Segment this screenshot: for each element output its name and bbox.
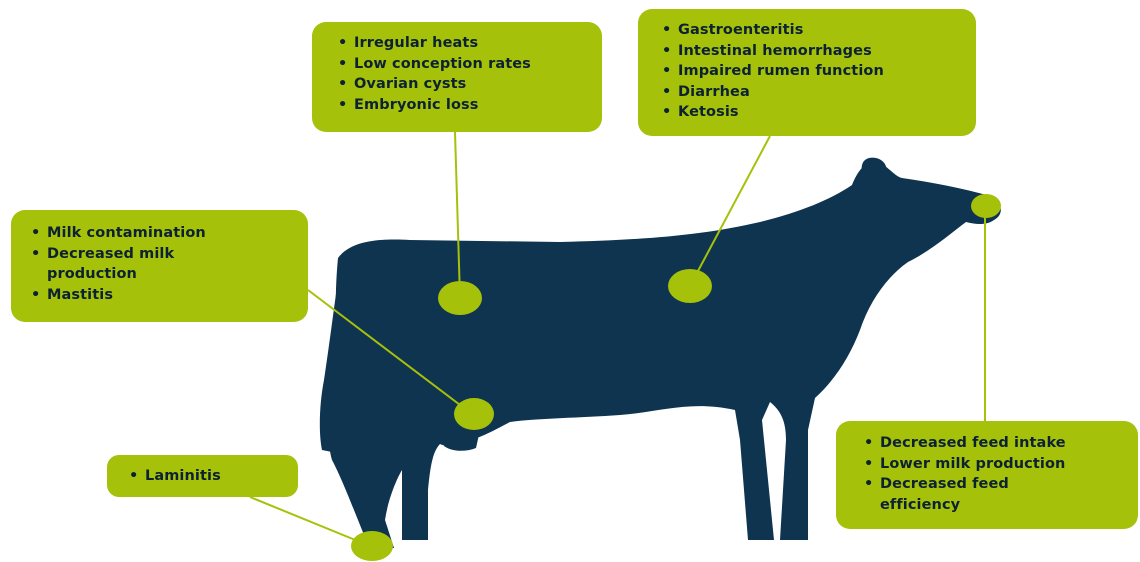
callout-reproduction-list: Irregular heats Low conception rates Ova… <box>334 33 602 115</box>
list-item: Laminitis <box>125 466 298 487</box>
callout-feed: Decreased feed intake Lower milk product… <box>836 421 1138 529</box>
callout-digestive: Gastroenteritis Intestinal hemorrhages I… <box>638 9 976 136</box>
cow-udder <box>440 430 480 451</box>
connector-laminitis <box>249 496 371 547</box>
list-item: Mastitis <box>27 285 308 306</box>
connector-digestive <box>689 135 771 287</box>
list-item: Ovarian cysts <box>334 74 602 95</box>
callout-digestive-list: Gastroenteritis Intestinal hemorrhages I… <box>658 20 976 123</box>
callout-laminitis: Laminitis <box>107 455 298 497</box>
callout-laminitis-list: Laminitis <box>125 466 298 487</box>
marker-feed <box>971 194 1001 218</box>
cow-body <box>328 161 1001 550</box>
list-item: Lower milk production <box>860 454 1138 475</box>
marker-laminitis <box>351 531 393 561</box>
list-item: Irregular heats <box>334 33 602 54</box>
cow-ear <box>861 157 887 174</box>
callout-milk: Milk contamination Decreased milk produc… <box>11 210 308 322</box>
connector-lines <box>249 131 986 547</box>
list-item: Embryonic loss <box>334 95 602 116</box>
connector-milk <box>307 289 473 415</box>
list-item: Decreased feed efficiency <box>860 474 1055 515</box>
marker-reproduction <box>438 281 482 315</box>
list-item: Milk contamination <box>27 223 308 244</box>
list-item: Diarrhea <box>658 82 976 103</box>
list-item: Ketosis <box>658 102 976 123</box>
callout-milk-list: Milk contamination Decreased milk produc… <box>27 223 308 305</box>
connector-reproduction <box>454 131 461 299</box>
list-item: Decreased feed intake <box>860 433 1138 454</box>
callout-feed-list: Decreased feed intake Lower milk product… <box>860 433 1138 515</box>
list-item: Decreased milk production <box>27 244 237 285</box>
marker-milk <box>454 398 494 430</box>
list-item: Low conception rates <box>334 54 602 75</box>
marker-digestive <box>668 269 712 303</box>
callout-reproduction: Irregular heats Low conception rates Ova… <box>312 22 602 132</box>
list-item: Intestinal hemorrhages <box>658 41 976 62</box>
marker-dots <box>351 194 1001 561</box>
list-item: Gastroenteritis <box>658 20 976 41</box>
list-item: Impaired rumen function <box>658 61 976 82</box>
cow-silhouette <box>319 157 1001 550</box>
